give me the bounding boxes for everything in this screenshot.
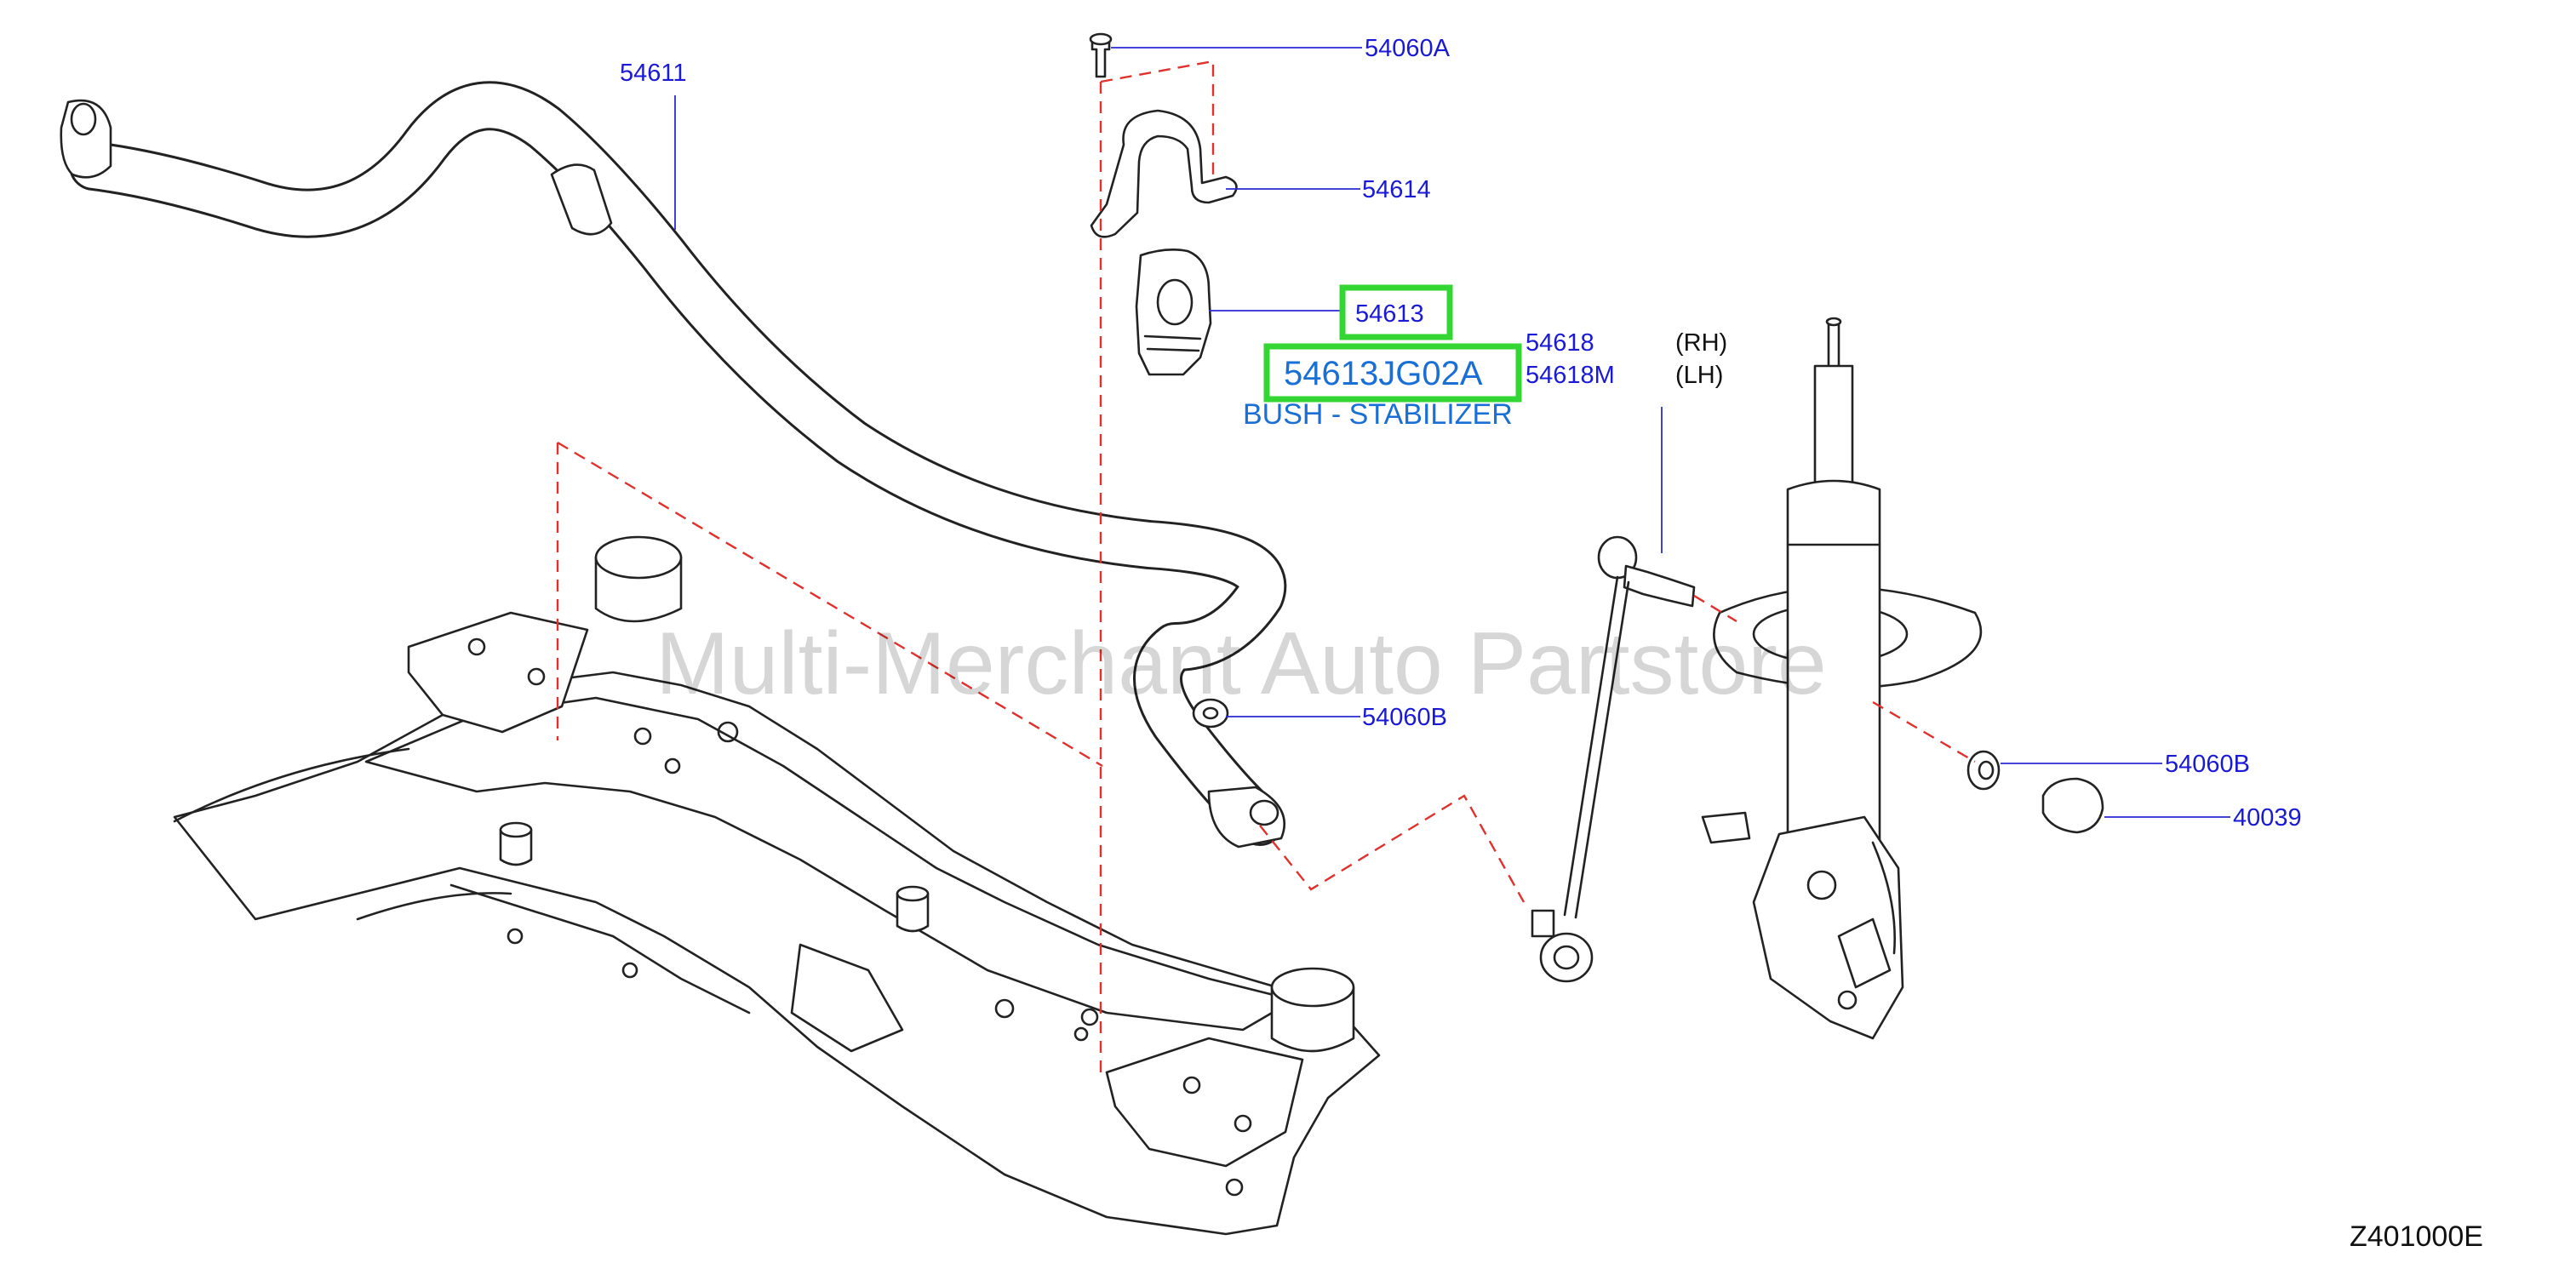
nut-cap-drawing (1966, 750, 2104, 834)
clamp-bush-drawing (1089, 32, 1238, 376)
highlight-box-part-number (1263, 343, 1522, 403)
callout-54614[interactable]: 54614 (1362, 176, 1431, 203)
side-rh-label: (RH) (1675, 329, 1727, 357)
callout-54060b-left[interactable]: 54060B (1362, 704, 1447, 731)
callout-54611[interactable]: 54611 (620, 60, 687, 87)
diagram-code: Z401000E (2350, 1220, 2483, 1253)
callout-54060a[interactable]: 54060A (1365, 35, 1451, 62)
highlight-part-number[interactable]: 54613JG02A (1284, 355, 1483, 392)
highlight-description: BUSH - STABILIZER (1243, 398, 1513, 431)
stabilizer-bar-drawing (60, 81, 1287, 849)
callout-54613[interactable]: 54613 (1355, 300, 1424, 328)
assembly-dashed-lines (556, 60, 1976, 1072)
callout-54618[interactable]: 54618 (1526, 329, 1594, 357)
front-crossmember-drawing (173, 535, 1381, 1236)
callout-54060b-right[interactable]: 54060B (2165, 751, 2250, 778)
stabilizer-link-drawing (1531, 535, 1696, 983)
callout-54618m[interactable]: 54618M (1526, 362, 1615, 389)
watermark-text: Multi-Merchant Auto Partstore (655, 614, 1827, 713)
side-lh-label: (LH) (1675, 362, 1723, 389)
leader-lines (674, 47, 2230, 818)
callout-40039[interactable]: 40039 (2233, 804, 2302, 832)
highlight-box-54613 (1339, 284, 1453, 340)
strut-assembly-drawing (1701, 317, 1983, 1040)
